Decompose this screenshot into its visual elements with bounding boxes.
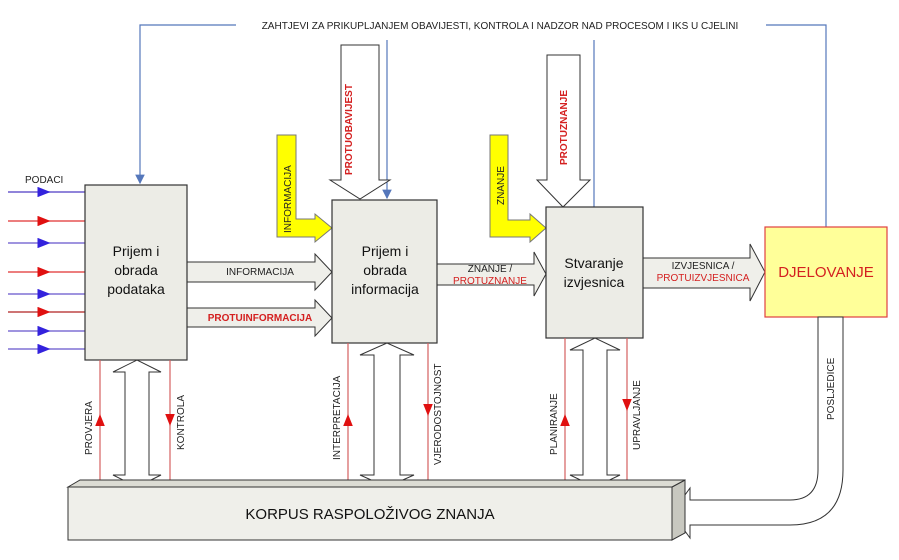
informacija-in-arrow: [276, 134, 333, 244]
svg-text:Prijem i: Prijem i: [362, 243, 409, 259]
informacija-label: INFORMACIJA: [226, 267, 294, 278]
data-inputs: [8, 186, 85, 355]
box-stvaranje-izvjesnica: Stvaranje izvjesnica: [545, 206, 644, 339]
inputs-label: PODACI: [25, 175, 63, 186]
svg-text:Stvaranje: Stvaranje: [564, 255, 623, 271]
znanje-label: ZNANJE /: [468, 264, 513, 275]
znanje-in-arrow: [489, 134, 547, 244]
planiranje-label: PLANIRANJE: [549, 393, 560, 455]
corpus-bar: KORPUS RASPOLOŽIVOG ZNANJA: [66, 479, 686, 541]
svg-text:Prijem i: Prijem i: [113, 243, 160, 259]
interpretacija-label: INTERPRETACIJA: [332, 375, 343, 460]
znanje-in-label: ZNANJE: [496, 166, 507, 205]
protuinformacija-arrow: [186, 298, 333, 338]
svg-text:DJELOVANJE: DJELOVANJE: [778, 264, 874, 281]
svg-text:informacija: informacija: [351, 281, 419, 297]
protuznanje-in-arrow: [535, 54, 592, 208]
control-feedback-line: [135, 24, 827, 227]
corpus-label: KORPUS RASPOLOŽIVOG ZNANJA: [245, 506, 494, 523]
box-prijem-informacija: Prijem i obrada informacija: [331, 199, 438, 344]
posljedice-label: POSLJEDICE: [826, 357, 837, 420]
protuznanje-label: PROTUZNANJE: [453, 276, 527, 287]
svg-text:izvjesnica: izvjesnica: [564, 274, 625, 290]
box-prijem-podataka: Prijem i obrada podataka: [84, 184, 188, 361]
provjera-label: PROVJERA: [84, 401, 95, 455]
informacija-in-label: INFORMACIJA: [283, 165, 294, 233]
svg-text:podataka: podataka: [107, 281, 165, 297]
protuizvjesnica-label: PROTUIZVJESNICA: [657, 273, 750, 284]
izvjesnica-arrow: [642, 243, 766, 302]
svg-text:obrada: obrada: [363, 262, 407, 278]
protuobavijest-label: PROTUOBAVIJEST: [344, 84, 355, 175]
box-djelovanje: DJELOVANJE: [764, 226, 888, 318]
informacija-arrow: [186, 252, 333, 292]
izvjesnica-label: IZVJESNICA /: [672, 261, 735, 272]
upravljanje-label: UPRAVLJANJE: [632, 380, 643, 450]
protuznanje-in-label: PROTUZNANJE: [559, 90, 570, 165]
feedback-lines: [95, 338, 632, 487]
posljedice-arrow: [671, 316, 844, 540]
top-label: ZAHTJEVI ZA PRIKUPLJANJEM OBAVIJESTI, KO…: [262, 21, 739, 32]
double-arrows: [112, 337, 621, 488]
protuobavijest-arrow: [328, 44, 392, 200]
kontrola-label: KONTROLA: [176, 395, 187, 450]
svg-text:obrada: obrada: [114, 262, 158, 278]
znanje-arrow: [436, 251, 547, 297]
protuinformacija-label: PROTUINFORMACIJA: [208, 313, 312, 324]
vjerodostojnost-label: VJERODOSTOJNOST: [433, 364, 444, 466]
